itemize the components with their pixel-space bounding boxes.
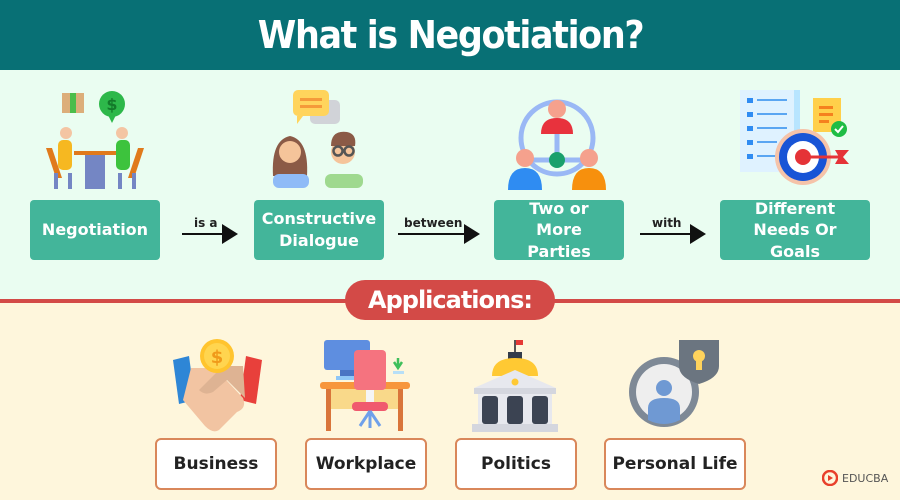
connector-with: with	[640, 216, 706, 246]
application-workplace: Workplace	[305, 438, 427, 490]
parties-network-icon	[508, 99, 606, 190]
arrow-line	[398, 233, 466, 235]
connector-label: between	[404, 216, 463, 230]
connector-between: between	[398, 216, 480, 246]
arrow-line	[182, 233, 224, 235]
applications-section	[0, 301, 900, 500]
flow-node-different-needs: Different Needs Or Goals	[720, 199, 870, 261]
connector-is-a: is a	[182, 216, 238, 246]
flow-node-constructive-dialogue: Constructive Dialogue	[254, 200, 384, 260]
handshake-icon: $	[173, 339, 262, 432]
application-personal-life: Personal Life	[604, 438, 746, 490]
logo-text: EDUCBA	[842, 471, 889, 485]
negotiation-table-icon: $	[46, 91, 144, 189]
government-building-icon	[472, 340, 558, 432]
connector-label: is a	[194, 216, 218, 230]
dialogue-people-icon	[272, 90, 363, 188]
header-banner: What is Negotiation?	[0, 0, 900, 70]
privacy-person-icon	[629, 340, 719, 427]
connector-label: with	[652, 216, 682, 230]
educba-logo: EDUCBA	[822, 470, 888, 486]
application-politics: Politics	[455, 438, 577, 490]
page-title: What is Negotiation?	[257, 13, 644, 57]
desk-icon	[320, 340, 410, 431]
goals-target-icon	[740, 90, 849, 185]
arrow-line	[640, 233, 692, 235]
svg-text:$: $	[106, 95, 117, 114]
arrow-head-icon	[464, 224, 480, 244]
svg-text:$: $	[211, 347, 224, 368]
arrow-head-icon	[222, 224, 238, 244]
flow-node-negotiation: Negotiation	[30, 200, 160, 260]
flow-node-two-or-more-parties: Two or More Parties	[494, 199, 624, 261]
application-business: Business	[155, 438, 277, 490]
applications-title: Applications:	[345, 280, 555, 320]
arrow-head-icon	[690, 224, 706, 244]
educba-logo-icon	[822, 470, 838, 486]
